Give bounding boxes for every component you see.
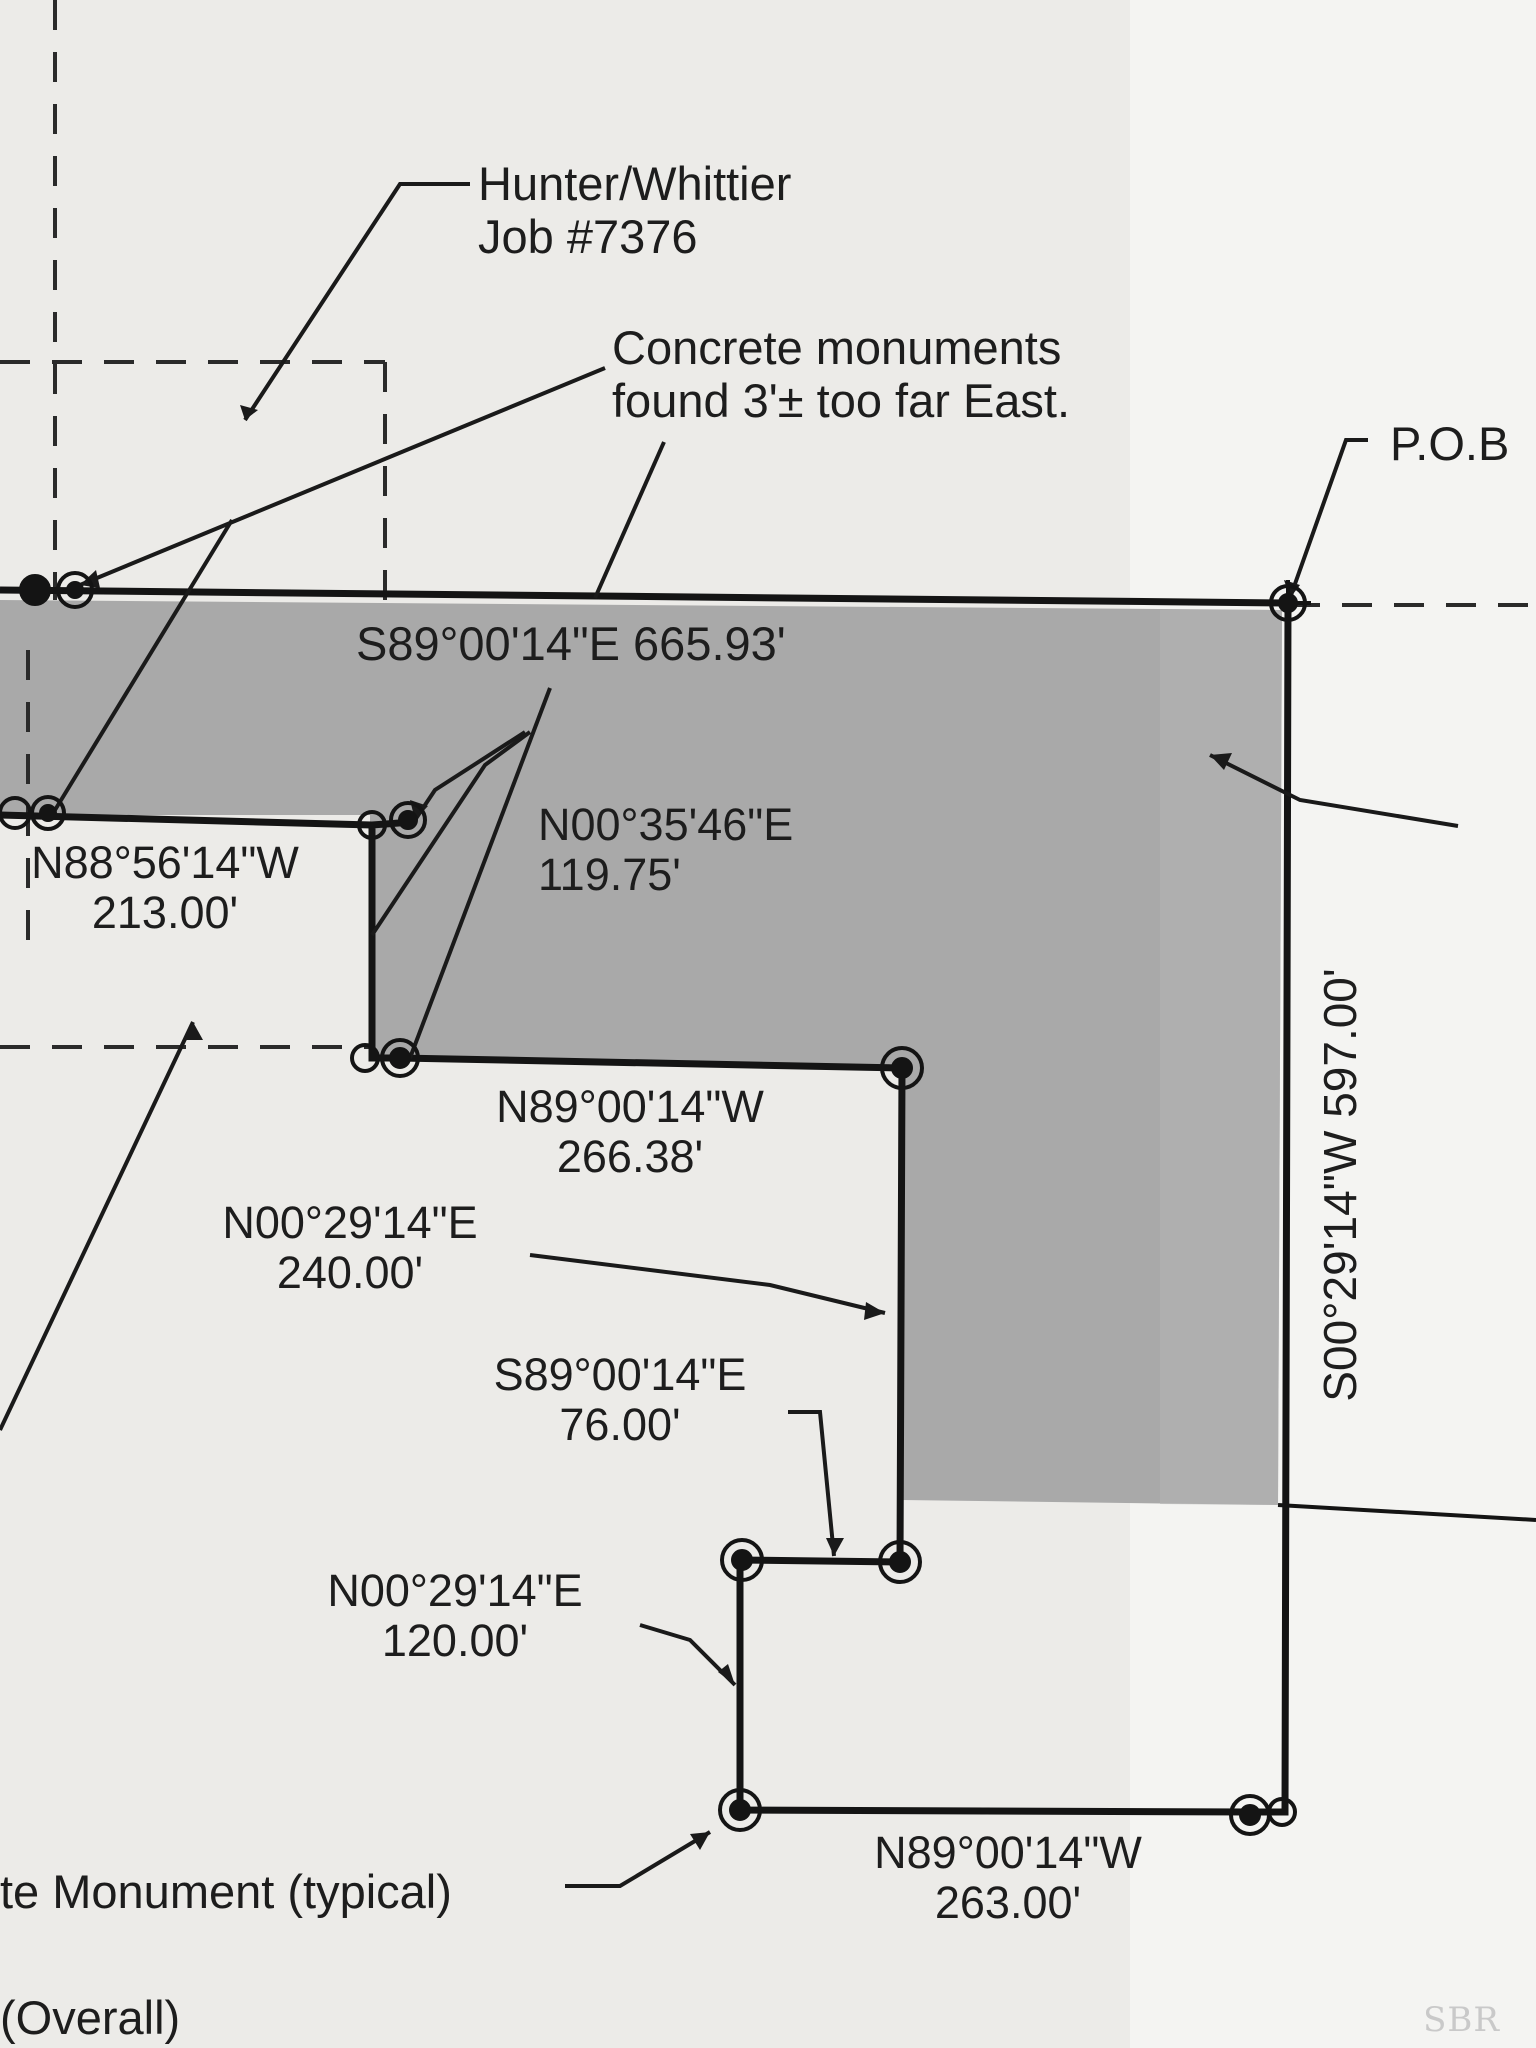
pob-label: P.O.B [1390, 417, 1510, 470]
monument-pob [1265, 580, 1311, 626]
shaded-parcel-light [1160, 610, 1282, 1505]
south-bottom-bearing: N89°00'14"W [874, 1827, 1142, 1878]
south-bottom-label: N89°00'14"W 263.00' [838, 1827, 1178, 1929]
watermark-logo: SBR [1423, 2000, 1500, 2040]
jog-bearing: N00°35'46"E [538, 799, 794, 850]
south-bottom-distance: 263.00' [934, 1877, 1082, 1929]
monuments [0, 571, 1311, 1836]
concrete-note: Concrete monuments found 3'± too far Eas… [612, 321, 1071, 427]
monument-southeast [1229, 1794, 1297, 1836]
west-top-bearing: N88°56'14"W [31, 837, 299, 888]
monument-note: te Monument (typical) [0, 1865, 452, 1918]
dashed-lines [0, 0, 1536, 1049]
north-120-bearing: N00°29'14"E [327, 1565, 583, 1616]
overall-note: (Overall) [0, 1991, 181, 2044]
east-76-distance: 76.00' [559, 1399, 681, 1451]
job-number: Job #7376 [478, 209, 698, 263]
mid-west-distance: 266.38' [556, 1131, 704, 1183]
job-label: Hunter/Whittier Job #7376 [478, 157, 792, 263]
monument-northwest [19, 571, 94, 609]
east-side-label: S00°29'14"W 597.00' [1314, 968, 1366, 1402]
monument-1562 [878, 1540, 922, 1584]
monument-1560 [720, 1538, 764, 1582]
east-76-bearing: S89°00'14"E [493, 1349, 747, 1400]
west-top-distance: 213.00' [91, 887, 239, 939]
north-240-bearing: N00°29'14"E [222, 1197, 478, 1248]
jog-label: N00°35'46"E 119.75' [538, 799, 794, 901]
concrete-note-line2: found 3'± too far East. [612, 373, 1071, 427]
monument-jog-top [357, 801, 427, 840]
shaded-parcel [0, 600, 1282, 1505]
jog-distance: 119.75' [538, 849, 681, 901]
north-120-distance: 120.00' [381, 1615, 529, 1667]
north-120-label: N00°29'14"E 120.00' [290, 1565, 620, 1667]
monument-1068 [880, 1046, 924, 1090]
north-240-distance: 240.00' [276, 1247, 424, 1299]
east-76-label: S89°00'14"E 76.00' [455, 1349, 785, 1451]
job-title: Hunter/Whittier [478, 157, 792, 210]
leaders [0, 182, 1459, 1888]
concrete-note-line1: Concrete monuments [612, 321, 1062, 374]
monument-1810 [718, 1788, 762, 1832]
monument-jog-bottom [350, 1038, 420, 1078]
mid-west-bearing: N89°00'14"W [496, 1081, 764, 1132]
north-line-label: S89°00'14"E 665.93' [356, 617, 786, 670]
mid-west-label: N89°00'14"W 266.38' [460, 1081, 800, 1183]
monument-west-813 [0, 795, 66, 831]
north-240-label: N00°29'14"E 240.00' [185, 1197, 515, 1299]
west-top-label: N88°56'14"W 213.00' [0, 837, 330, 939]
